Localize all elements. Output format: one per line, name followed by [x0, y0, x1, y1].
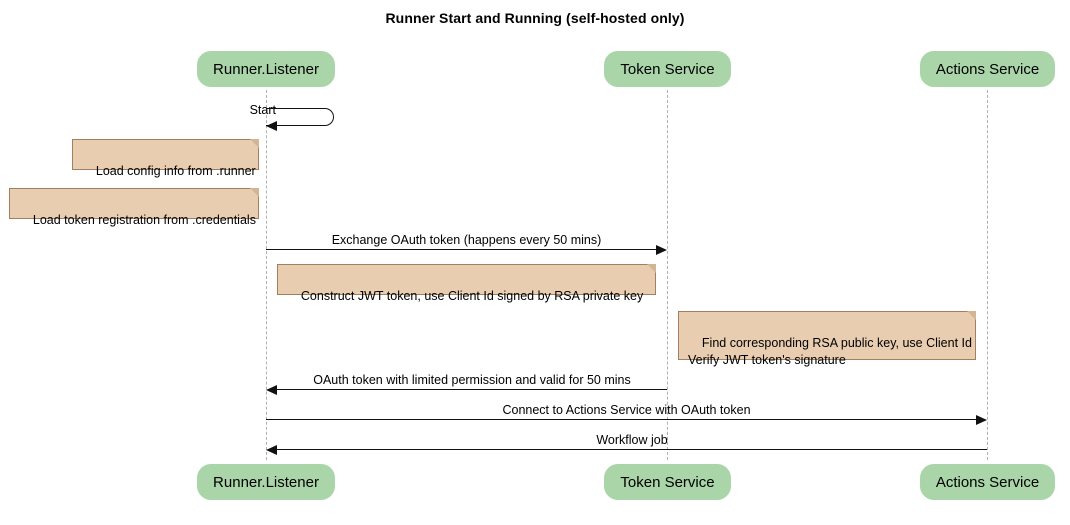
note-load-token-registration: Load token registration from .credential… [9, 188, 259, 227]
message-arrowhead-exchange-oauth-token [656, 245, 667, 255]
note-verify-jwt-signature-text: Find corresponding RSA public key, use C… [688, 336, 972, 367]
message-arrowhead-workflow-job [266, 445, 277, 455]
note-construct-jwt-token-text: Construct JWT token, use Client Id signe… [300, 289, 644, 303]
note-load-token-registration-text: Load token registration from .credential… [32, 213, 256, 227]
participant-runner-top[interactable]: Runner.Listener [197, 51, 335, 87]
message-arrowhead-connect-actions-service [976, 415, 987, 425]
note-fold-icon [250, 139, 259, 148]
diagram-title: Runner Start and Running (self-hosted on… [385, 10, 685, 26]
message-line-workflow-job [277, 449, 987, 450]
message-label-oauth-token-returned: OAuth token with limited permission and … [313, 373, 631, 387]
self-message-start-arrowhead [266, 121, 277, 131]
lifeline-token [667, 90, 668, 460]
message-line-oauth-token-returned [277, 389, 667, 390]
note-fold-icon [647, 264, 656, 273]
participant-runner-bottom[interactable]: Runner.Listener [197, 464, 335, 500]
participant-token-top[interactable]: Token Service [604, 51, 731, 87]
note-fold-icon [967, 311, 976, 320]
message-label-workflow-job: Workflow job [596, 433, 668, 447]
lifeline-runner [266, 90, 267, 460]
note-verify-jwt-signature: Find corresponding RSA public key, use C… [678, 311, 976, 367]
lifeline-actions [987, 90, 988, 460]
note-fold-icon [250, 188, 259, 197]
participant-token-bottom[interactable]: Token Service [604, 464, 731, 500]
participant-actions-top[interactable]: Actions Service [920, 51, 1055, 87]
message-line-exchange-oauth-token [266, 249, 656, 250]
message-arrowhead-oauth-token-returned [266, 385, 277, 395]
self-message-start-loop [266, 108, 334, 126]
message-label-connect-actions-service: Connect to Actions Service with OAuth to… [502, 403, 751, 417]
note-load-config-text: Load config info from .runner [95, 164, 256, 178]
participant-actions-bottom[interactable]: Actions Service [920, 464, 1055, 500]
note-construct-jwt-token: Construct JWT token, use Client Id signe… [277, 264, 656, 303]
message-line-connect-actions-service [266, 419, 976, 420]
note-load-config: Load config info from .runner [72, 139, 259, 178]
message-label-exchange-oauth-token: Exchange OAuth token (happens every 50 m… [331, 233, 602, 247]
